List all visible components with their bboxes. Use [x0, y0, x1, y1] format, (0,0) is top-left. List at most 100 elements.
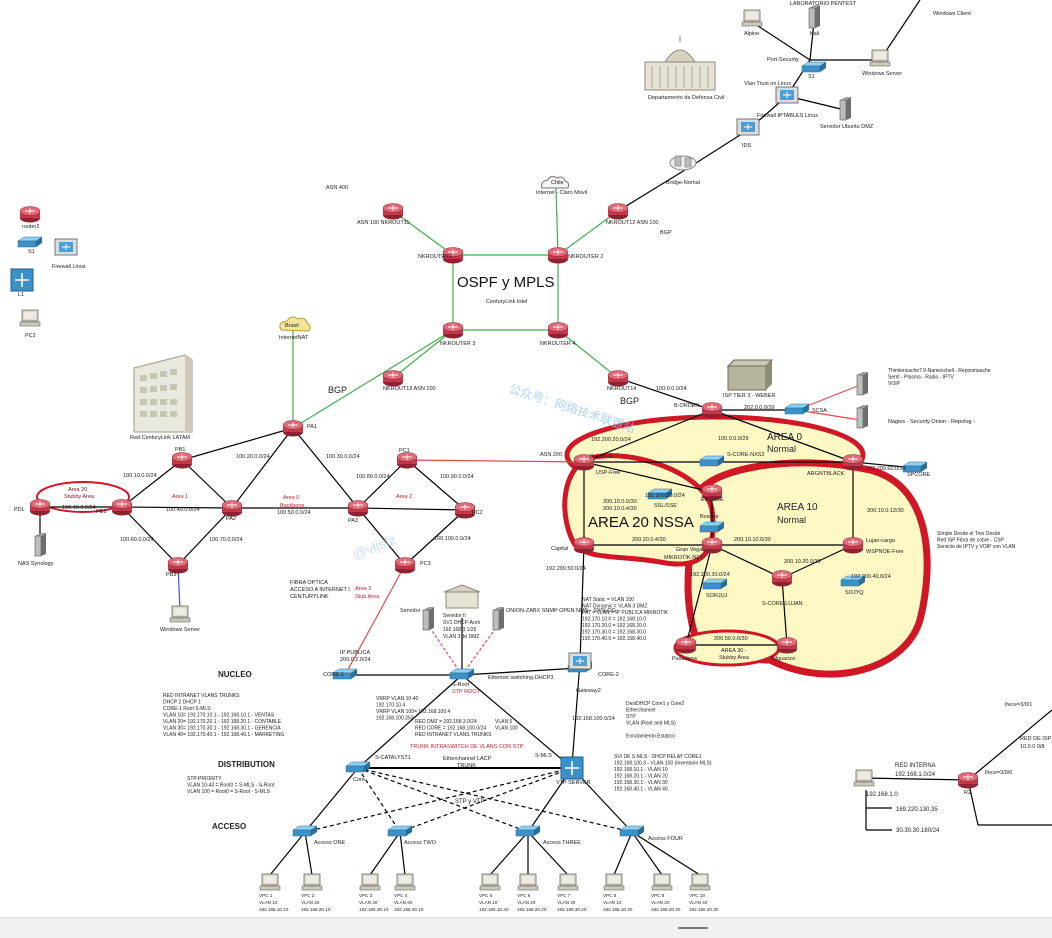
pc-icon[interactable]	[394, 873, 416, 891]
router-icon[interactable]	[29, 499, 51, 516]
pc-icon[interactable]	[479, 873, 501, 891]
area20-left-label-2: Stubby Area	[64, 494, 95, 500]
router-icon[interactable]	[701, 537, 723, 554]
scrollbar-thumb[interactable]	[678, 927, 708, 929]
server-icon[interactable]	[808, 4, 821, 29]
router-icon[interactable]	[547, 247, 569, 264]
area20-shape	[562, 453, 716, 567]
nagios-label: Nagios - Security Onion - Repolog -	[888, 419, 975, 425]
router-icon[interactable]	[701, 402, 723, 419]
gateway-firewall-icon[interactable]	[568, 652, 592, 670]
pc-icon[interactable]	[689, 873, 711, 891]
stp-priority-line: STP PRIORITY	[187, 776, 222, 782]
switch-icon[interactable]	[292, 825, 318, 837]
switch-icon[interactable]	[902, 461, 928, 473]
router-icon[interactable]	[547, 322, 569, 339]
distribution-title: DISTRIBUTION	[218, 760, 275, 769]
router-icon[interactable]	[776, 637, 798, 654]
switch-icon[interactable]	[449, 668, 475, 680]
router-icon[interactable]	[607, 370, 629, 387]
router-icon[interactable]	[957, 772, 979, 789]
switch-icon[interactable]	[619, 825, 645, 837]
pc-icon[interactable]	[741, 9, 763, 27]
link-gw-core2	[571, 661, 581, 766]
stp-priority-line: VLAN 10-40 = Root0 = S-MLS - S-Root	[187, 783, 275, 789]
pc-icon[interactable]	[603, 873, 625, 891]
subnet-n2: 200.10.0.4/30	[603, 506, 637, 512]
router-icon[interactable]	[396, 452, 418, 469]
link-vtp-a1	[304, 767, 573, 833]
switch-icon[interactable]	[387, 825, 413, 837]
router-icon[interactable]	[573, 537, 595, 554]
bridge-icon	[669, 155, 697, 171]
ids-icon[interactable]	[736, 118, 760, 136]
server-icon[interactable]	[856, 371, 869, 396]
vpc-vlan: VLAN 10	[479, 900, 498, 905]
horizontal-scrollbar[interactable]	[0, 917, 1052, 938]
pc-icon[interactable]	[259, 873, 281, 891]
router-icon[interactable]	[382, 370, 404, 387]
pc-icon[interactable]	[853, 769, 875, 787]
router-icon[interactable]	[675, 637, 697, 654]
subnet-n8: 192.200.20.0/24	[591, 437, 631, 443]
link-bosque-score	[711, 544, 783, 579]
core2-label: CORE-2	[598, 672, 619, 678]
server-icon[interactable]	[492, 606, 505, 631]
gtvega-label: Gran Vega	[676, 547, 703, 553]
server-icon[interactable]	[34, 532, 47, 557]
router-icon[interactable]	[394, 557, 416, 574]
vpc-name: VPC 10	[689, 893, 705, 898]
sojyq-switch-label: SPCORE	[907, 472, 931, 478]
router-icon[interactable]	[171, 452, 193, 469]
pc-icon[interactable]	[359, 873, 381, 891]
router-icon[interactable]	[607, 203, 629, 220]
vtp-server-icon[interactable]	[560, 756, 584, 780]
link-a4-v8	[613, 831, 633, 876]
brasil-label: Brasil	[285, 323, 299, 329]
vpc-ip: 192.168.20.10	[301, 907, 331, 912]
switch-icon[interactable]	[515, 825, 541, 837]
pc2-label: PC2	[472, 510, 483, 516]
router-icon[interactable]	[442, 322, 464, 339]
server-icon[interactable]	[839, 96, 852, 121]
router-icon[interactable]	[382, 203, 404, 220]
link-root-srv1	[427, 624, 463, 676]
pc-icon[interactable]	[301, 873, 323, 891]
switch-icon[interactable]	[801, 61, 827, 73]
bridge-label: Bridge-Nornal	[666, 180, 700, 186]
subnet-n17: 192.168.100.0/24	[572, 716, 615, 722]
server-icon[interactable]	[422, 606, 435, 631]
router-icon[interactable]	[771, 570, 793, 587]
area0-title: AREA 0	[767, 432, 802, 443]
pc-icon[interactable]	[651, 873, 673, 891]
pc-icon[interactable]	[869, 49, 891, 67]
link-s1-kali	[809, 21, 815, 61]
server-icon[interactable]	[856, 404, 869, 429]
firewall-icon[interactable]	[775, 86, 799, 104]
link-nk2-nk12	[557, 210, 619, 256]
switch-icon[interactable]	[784, 403, 810, 415]
link-cat-a3	[357, 767, 529, 833]
link-nk3-nk13	[392, 329, 454, 379]
router-icon[interactable]	[842, 537, 864, 554]
router-icon[interactable]	[111, 499, 133, 516]
router-icon[interactable]	[347, 500, 369, 517]
stp-priority-line: VLAN 100 = Root0 = S-Root - S-MLS	[187, 789, 270, 795]
router-icon[interactable]	[282, 420, 304, 437]
router-icon[interactable]	[221, 500, 243, 517]
pc-icon[interactable]	[557, 873, 579, 891]
pc-icon[interactable]	[517, 873, 539, 891]
pc-icon[interactable]	[169, 605, 191, 623]
router-icon[interactable]	[842, 454, 864, 471]
